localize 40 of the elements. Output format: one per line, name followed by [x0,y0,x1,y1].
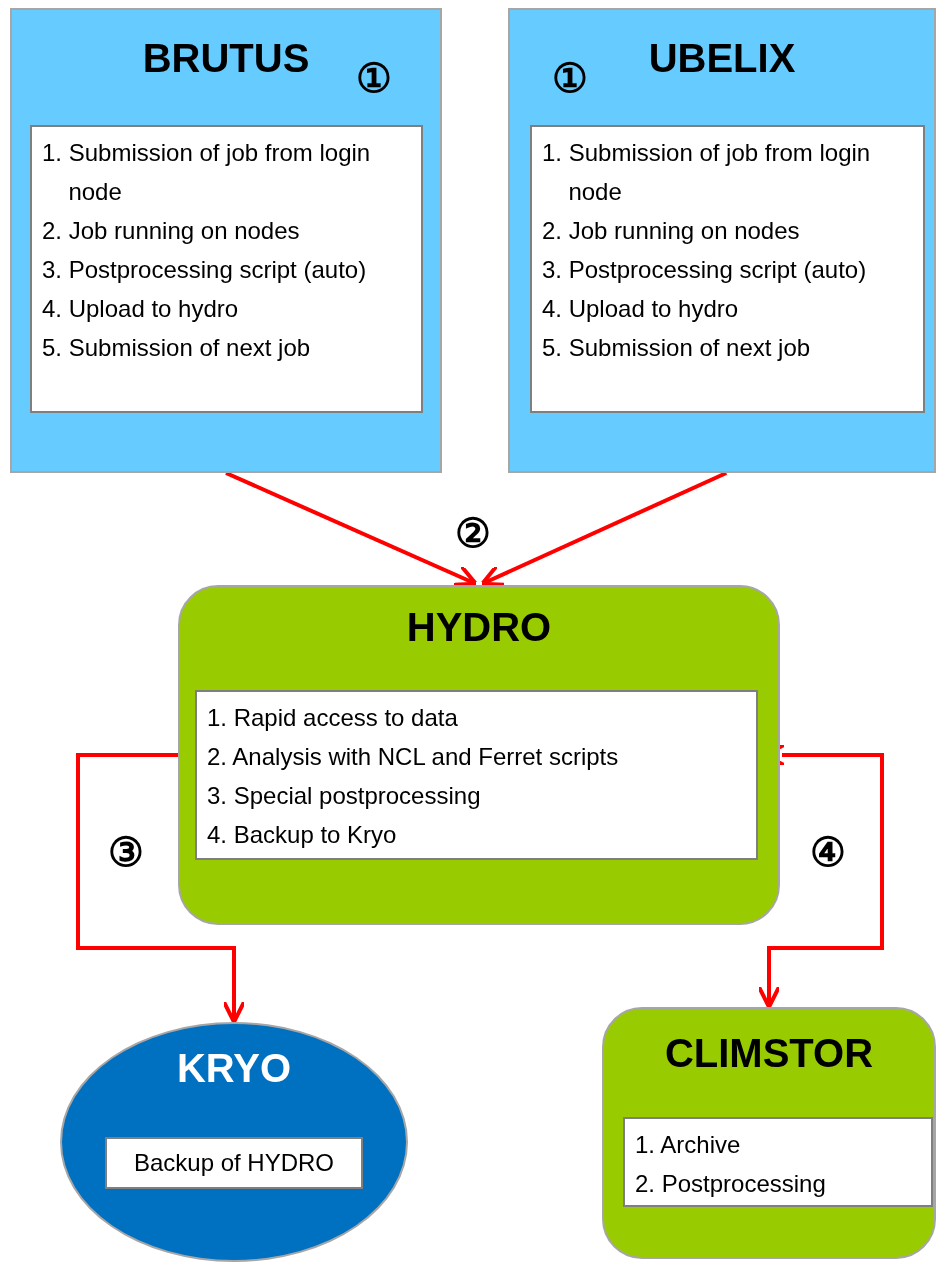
task-list-box [195,690,758,860]
list-item: 2. Analysis with NCL and Ferret scripts [207,742,620,772]
list-item: 1. Submission of job from login node [542,138,872,207]
list-item: 1. Archive [635,1130,742,1160]
task-list-box [30,125,423,413]
system-panel [10,8,442,473]
system-panel [508,8,936,473]
step-number: ① [552,56,588,100]
server-panel [602,1007,936,1259]
list-item: 5. Submission of next job [542,333,812,363]
list-item: 2. Postprocessing [635,1169,827,1199]
list-item: 4. Backup to Kryo [207,820,398,850]
node-title: CLIMSTOR [664,1030,874,1077]
task-list-box [623,1117,933,1207]
task-list-box [530,125,925,413]
list-item: 3. Postprocessing script (auto) [42,255,368,285]
list-item: 2. Job running on nodes [42,216,301,246]
step-number: ② [455,511,491,555]
server-panel [178,585,780,925]
step-number: ④ [810,830,846,874]
list-item: 1. Submission of job from login node [42,138,372,207]
list-item: 4. Upload to hydro [42,294,240,324]
node-title: BRUTUS [142,35,310,82]
list-item: 5. Submission of next job [42,333,312,363]
note-box [105,1137,363,1189]
list-item: 1. Rapid access to data [207,703,459,733]
arrow [225,471,478,587]
list-item: 3. Postprocessing script (auto) [542,255,868,285]
note-text: Backup of HYDRO [133,1149,335,1177]
node-title: UBELIX [648,35,796,82]
node-title: KRYO [176,1045,292,1092]
node-title: HYDRO [406,604,552,651]
arrow [76,753,246,1024]
step-number: ③ [108,830,144,874]
arrow [757,743,884,1009]
list-item: 4. Upload to hydro [542,294,740,324]
list-item: 3. Special postprocessing [207,781,482,811]
arrow [480,471,728,587]
step-number: ① [356,56,392,100]
list-item: 2. Job running on nodes [542,216,801,246]
